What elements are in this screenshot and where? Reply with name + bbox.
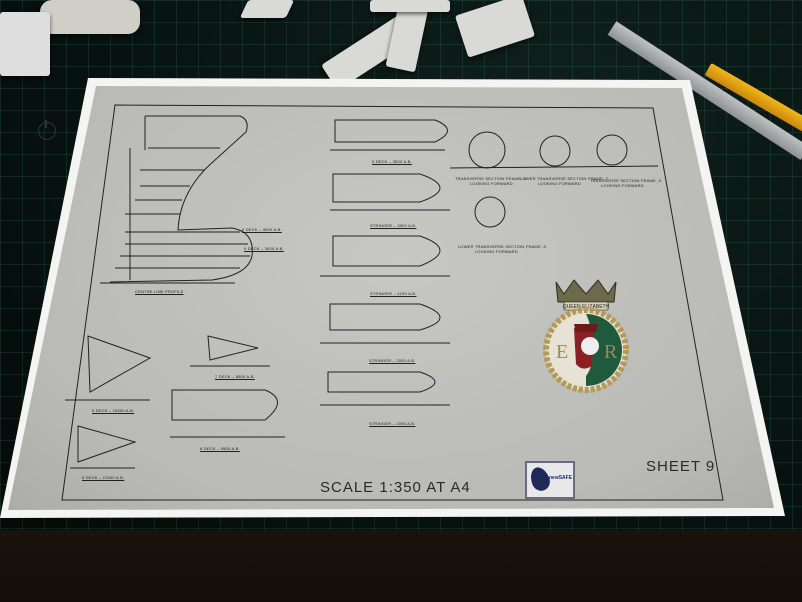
section-sub: LOOKING FORWARD <box>601 183 644 188</box>
deck-plan-label: STRINGER – 2000 A.B. <box>369 358 416 363</box>
newsafe-logo: newSAFE <box>525 461 575 499</box>
section-label: LOWER TRANSVERSE SECTION FRAME -7 <box>520 176 609 181</box>
paper-stack <box>0 12 50 76</box>
bow-plan-label: 6 DECK – 9500 A.B. <box>200 446 240 451</box>
power-icon <box>38 120 56 140</box>
svg-text:E: E <box>556 341 568 363</box>
section-sub: LOOKING FORWARD <box>475 249 518 254</box>
section-label: TRANSVERSE SECTION FRAME -5 <box>455 176 527 181</box>
deck-plan-label: STRINGER – 4150 A.B. <box>370 291 417 296</box>
svg-text:QUEEN ELIZABETH: QUEEN ELIZABETH <box>563 304 610 310</box>
deck-plan-label: STRINGER – 3000 A.B. <box>370 223 417 228</box>
scale-label: SCALE 1:350 AT A4 <box>320 479 471 496</box>
deck-plan-label: 0 DECK – 3500 A.B. <box>372 159 412 164</box>
wooden-desk-edge <box>0 530 802 602</box>
section-sub: LOOKING FORWARD <box>470 181 513 186</box>
bow-plan-label: 7 DECK – 8500 A.B. <box>215 374 255 379</box>
section-label: TRANSVERSE SECTION FRAME -9 <box>590 178 662 183</box>
eraser-block <box>40 0 140 34</box>
bow-plan-label: 6 DECK – 12500 A.B. <box>82 475 125 480</box>
ship-crest: QUEEN ELIZABETH E R <box>543 279 629 393</box>
profile-title: CENTRE LINE PROFILE <box>135 289 184 294</box>
plastic-strip <box>370 0 450 12</box>
svg-text:R: R <box>604 341 618 363</box>
logo-text: newSAFE <box>549 475 573 481</box>
naval-crown-icon <box>555 279 617 303</box>
deck-plan-label: STRINGER – 1000 A.B. <box>369 421 416 426</box>
plastic-strip <box>239 0 295 18</box>
profile-callout: 0 DECK – 3000 A.B. <box>244 246 284 251</box>
bow-plan-label: 5 DECK – 15500 A.B. <box>92 408 135 413</box>
sheet-number: SHEET 9 <box>646 458 716 475</box>
profile-callout: 0 DECK – 4500 A.B. <box>242 227 282 232</box>
section-label: LOWER TRANSVERSE SECTION FRAME -9 <box>458 244 547 249</box>
section-sub: LOOKING FORWARD <box>538 181 581 186</box>
